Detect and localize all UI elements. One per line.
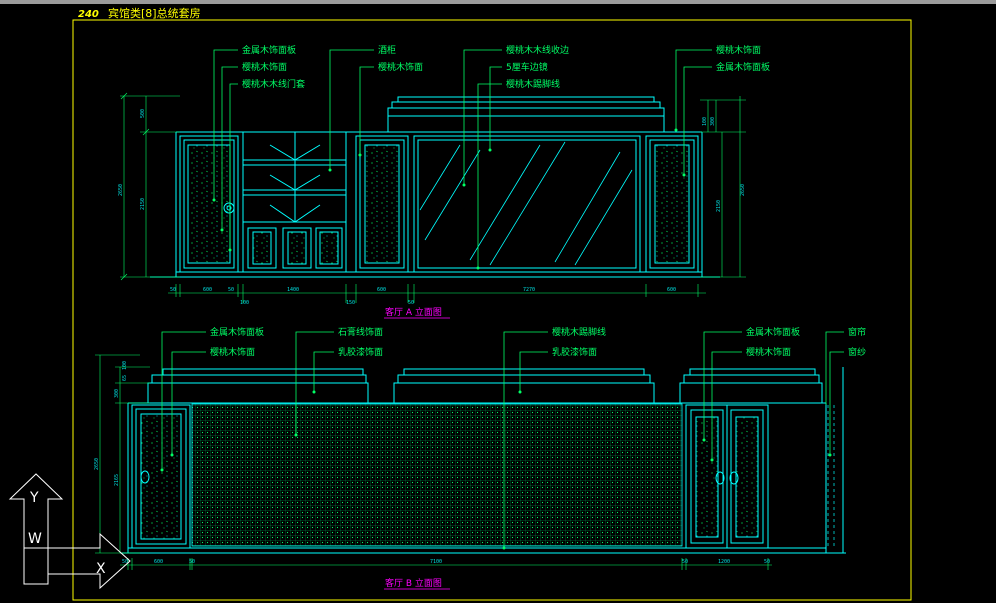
dim-a-right-2150: 2150: [716, 200, 722, 212]
dim-b-bottom-2: 50: [189, 559, 195, 565]
middle-panel-a: [355, 135, 409, 273]
dim-b-left-2650: 2650: [94, 458, 100, 470]
drawing-number: 240: [78, 9, 99, 20]
dim-a-bottom-7: 600: [667, 287, 676, 293]
dim-a-bottom-0: 50: [170, 287, 176, 293]
dim-b-left-300: 300: [114, 389, 120, 398]
dim-b-left-100: 100: [122, 361, 128, 370]
label-a-1: 金属木饰面板: [242, 44, 296, 56]
dim-b-bottom-5: 1200: [718, 559, 730, 565]
label-b-9: 窗帘: [848, 326, 866, 338]
label-a-4: 酒柜: [378, 44, 396, 56]
dims-left-b: [95, 354, 150, 554]
dim-b-left-2165: 2165: [114, 474, 120, 486]
mirror-a: [413, 135, 641, 273]
drawing-frame: [72, 19, 912, 601]
left-door-panel-a: [179, 135, 239, 273]
right-double-door-b: [685, 404, 769, 549]
ucs-icon[interactable]: [8, 473, 131, 590]
left-door-b: [131, 404, 191, 549]
top-moulding-a: [387, 96, 665, 133]
wine-cabinet-a: [242, 131, 347, 273]
latex-paint-field-b: [191, 403, 683, 547]
elevation-a: 金属木饰面板 樱桃木饰面 樱桃木木线门套 酒柜 樱桃木饰面 樱桃木木线收边 5厘…: [118, 44, 770, 319]
label-a-2: 樱桃木饰面: [242, 61, 287, 73]
dim-a-left-500: 500: [140, 109, 146, 118]
dim-a-left-2650: 2650: [118, 184, 124, 196]
dim-b-bottom-3: 7100: [430, 559, 442, 565]
ucs-x-label: X: [96, 561, 106, 577]
dim-a-right-100: 100: [702, 117, 708, 126]
top-mouldings-b: [147, 368, 823, 404]
elevation-b-title: 客厅 B 立面图: [385, 577, 442, 589]
leaders-b: [161, 331, 844, 548]
drawing-title: 宾馆类[8]总统套房: [108, 6, 201, 20]
dim-a-bottom-5: 600: [377, 287, 386, 293]
label-b-8: 樱桃木饰面: [746, 346, 791, 358]
label-b-2: 樱桃木饰面: [210, 346, 255, 358]
label-b-5: 樱桃木踢脚线: [552, 326, 606, 338]
label-b-10: 窗纱: [848, 346, 866, 358]
curtain-b: [827, 405, 835, 548]
ucs-y-label: Y: [29, 490, 39, 506]
dim-a-bottom-2: 50: [228, 287, 234, 293]
dim-a-bottom-6: 7270: [523, 287, 535, 293]
label-b-7: 金属木饰面板: [746, 326, 800, 338]
elevation-a-title: 客厅 A 立面图: [385, 306, 442, 318]
label-a-9: 樱桃木饰面: [716, 44, 761, 56]
dims-left-a: [120, 92, 180, 281]
label-b-3: 石膏线饰面: [338, 326, 383, 338]
label-a-10: 金属木饰面板: [716, 61, 770, 73]
label-a-7: 5厘车边镜: [506, 61, 548, 73]
label-a-8: 樱桃木踢脚线: [506, 78, 560, 90]
leaders-a: [213, 49, 712, 268]
dims-right-a: [700, 96, 746, 278]
ucs-w-label: W: [28, 531, 42, 547]
dim-b-bottom-6: 50: [764, 559, 770, 565]
dim-a-bottom-3: 1400: [287, 287, 299, 293]
dim-b-left-65: 65: [122, 375, 128, 381]
elevation-b: 金属木饰面板 樱桃木饰面 石膏线饰面 乳胶漆饰面 樱桃木踢脚线 乳胶漆饰面 金属…: [94, 326, 866, 590]
dim-b-bottom-0: 50: [122, 559, 128, 565]
dim-b-bottom-4: 50: [682, 559, 688, 565]
dim-a-right-2650: 2650: [740, 184, 746, 196]
dim-a-left-2150: 2150: [140, 198, 146, 210]
dims-bottom-b: [120, 558, 772, 570]
dim-a-right-300: 300: [710, 117, 716, 126]
right-panel-a: [645, 135, 699, 273]
label-a-3: 樱桃木木线门套: [242, 78, 305, 90]
label-b-6: 乳胶漆饰面: [552, 346, 597, 358]
dim-a-extra-50: 50: [408, 300, 414, 306]
label-b-1: 金属木饰面板: [210, 326, 264, 338]
dim-a-bottom-4: 150: [346, 300, 355, 306]
label-a-5: 樱桃木饰面: [378, 61, 423, 73]
window-top-bar: [0, 0, 996, 4]
wall-outline-a: [150, 131, 720, 278]
dims-bottom-a: [168, 284, 706, 303]
label-a-6: 樱桃木木线收边: [506, 44, 569, 56]
dim-b-bottom-1: 600: [154, 559, 163, 565]
label-b-4: 乳胶漆饰面: [338, 346, 383, 358]
dim-a-extra-100: 100: [240, 300, 249, 306]
dim-a-bottom-1: 600: [203, 287, 212, 293]
